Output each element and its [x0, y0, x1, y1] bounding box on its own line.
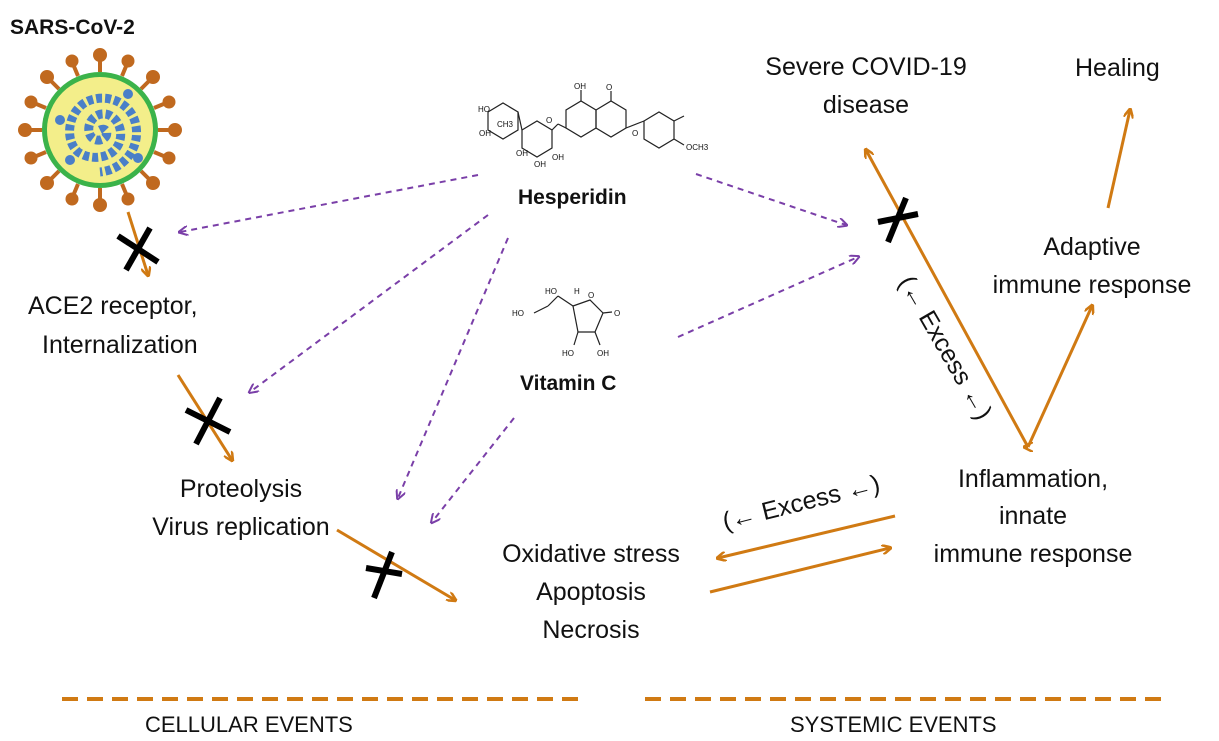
svg-text:Healing: Healing — [1075, 54, 1160, 82]
hesperidin-to-oxidative-arrow — [398, 237, 509, 498]
adaptive-to-healing-arrow — [1106, 110, 1130, 209]
block-mark-proteolysis-oxidative — [365, 550, 403, 600]
svg-text:immune response: immune response — [993, 271, 1192, 299]
title-sars-cov-2: SARS-CoV-2 — [10, 16, 135, 39]
svg-text:O: O — [614, 309, 620, 318]
svg-text:CH3: CH3 — [497, 120, 514, 129]
cellular-events-label: CELLULAR EVENTS — [145, 712, 353, 737]
svg-text:ACE2 receptor,: ACE2 receptor, — [28, 292, 198, 320]
svg-text:HO: HO — [545, 287, 557, 296]
hesperidin-to-proteolysis-arrow — [250, 214, 489, 392]
node-oxidative-stress: Oxidative stress Apoptosis Necrosis — [502, 540, 680, 644]
svg-text:Oxidative stress: Oxidative stress — [502, 540, 680, 568]
inflammation-to-severe-arrow — [866, 150, 1030, 448]
node-severe-covid: Severe COVID-19 disease — [765, 53, 966, 119]
node-adaptive: Adaptive immune response — [993, 233, 1192, 299]
svg-text:innate: innate — [999, 502, 1067, 530]
svg-text:OH: OH — [516, 149, 528, 158]
block-mark-ace2-proteolysis — [184, 396, 232, 446]
node-proteolysis: Proteolysis Virus replication — [152, 475, 329, 541]
inflammation-to-oxidative-excess-arrow — [718, 514, 896, 558]
vitamin-c-to-oxidative-arrow — [432, 417, 515, 522]
svg-text:HO: HO — [478, 105, 490, 114]
svg-text:OCH3: OCH3 — [686, 143, 709, 152]
svg-text:Necrosis: Necrosis — [542, 616, 639, 644]
svg-text:O: O — [606, 83, 612, 92]
block-mark-virus-ace2 — [116, 226, 160, 272]
svg-text:Severe COVID-19: Severe COVID-19 — [765, 53, 966, 81]
svg-text:HO: HO — [512, 309, 524, 318]
svg-text:OH: OH — [534, 160, 546, 169]
svg-text:Adaptive: Adaptive — [1043, 233, 1140, 261]
svg-text:O: O — [632, 129, 638, 138]
vitamin-c-to-severe-arrow — [677, 257, 858, 338]
hesperidin-structure-icon — [487, 90, 685, 158]
node-healing: Healing — [1075, 54, 1160, 82]
svg-text:Virus replication: Virus replication — [152, 513, 329, 541]
node-ace2: ACE2 receptor, Internalization — [28, 292, 198, 359]
svg-text:OH: OH — [574, 82, 586, 91]
svg-text:Internalization: Internalization — [42, 331, 198, 359]
hesperidin-label: Hesperidin — [518, 186, 627, 209]
svg-text:OH: OH — [552, 153, 564, 162]
svg-text:disease: disease — [823, 91, 909, 119]
hesperidin-to-severe-arrow — [695, 173, 846, 225]
inflammation-to-adaptive-arrow — [1026, 306, 1092, 448]
vitamin-c-structure-icon — [533, 295, 613, 346]
vitamin-c-label: Vitamin C — [520, 372, 616, 395]
proteolysis-to-oxidative-arrow — [336, 528, 455, 600]
svg-text:O: O — [546, 116, 552, 125]
svg-text:OH: OH — [479, 129, 491, 138]
systemic-events-label: SYSTEMIC EVENTS — [790, 712, 997, 737]
hesperidin-structure-labels: HO CH3 OH O OH OH OH OH O O OCH3 — [478, 82, 709, 169]
oxidative-to-inflammation-arrow — [709, 548, 890, 594]
svg-text:O: O — [588, 291, 594, 300]
block-mark-severe — [877, 196, 919, 244]
hesperidin-to-ace2-arrow — [180, 174, 479, 232]
svg-text:HO: HO — [562, 349, 574, 358]
svg-text:immune response: immune response — [934, 540, 1133, 568]
svg-text:OH: OH — [597, 349, 609, 358]
virus-icon — [18, 48, 182, 212]
svg-text:Apoptosis: Apoptosis — [536, 578, 646, 606]
svg-text:H: H — [574, 287, 580, 296]
svg-text:Proteolysis: Proteolysis — [180, 475, 302, 503]
svg-text:Inflammation,: Inflammation, — [958, 465, 1108, 493]
vitamin-c-structure-labels: HO H HO O O HO OH — [512, 287, 620, 358]
node-inflammation: Inflammation, innate immune response — [934, 465, 1133, 568]
